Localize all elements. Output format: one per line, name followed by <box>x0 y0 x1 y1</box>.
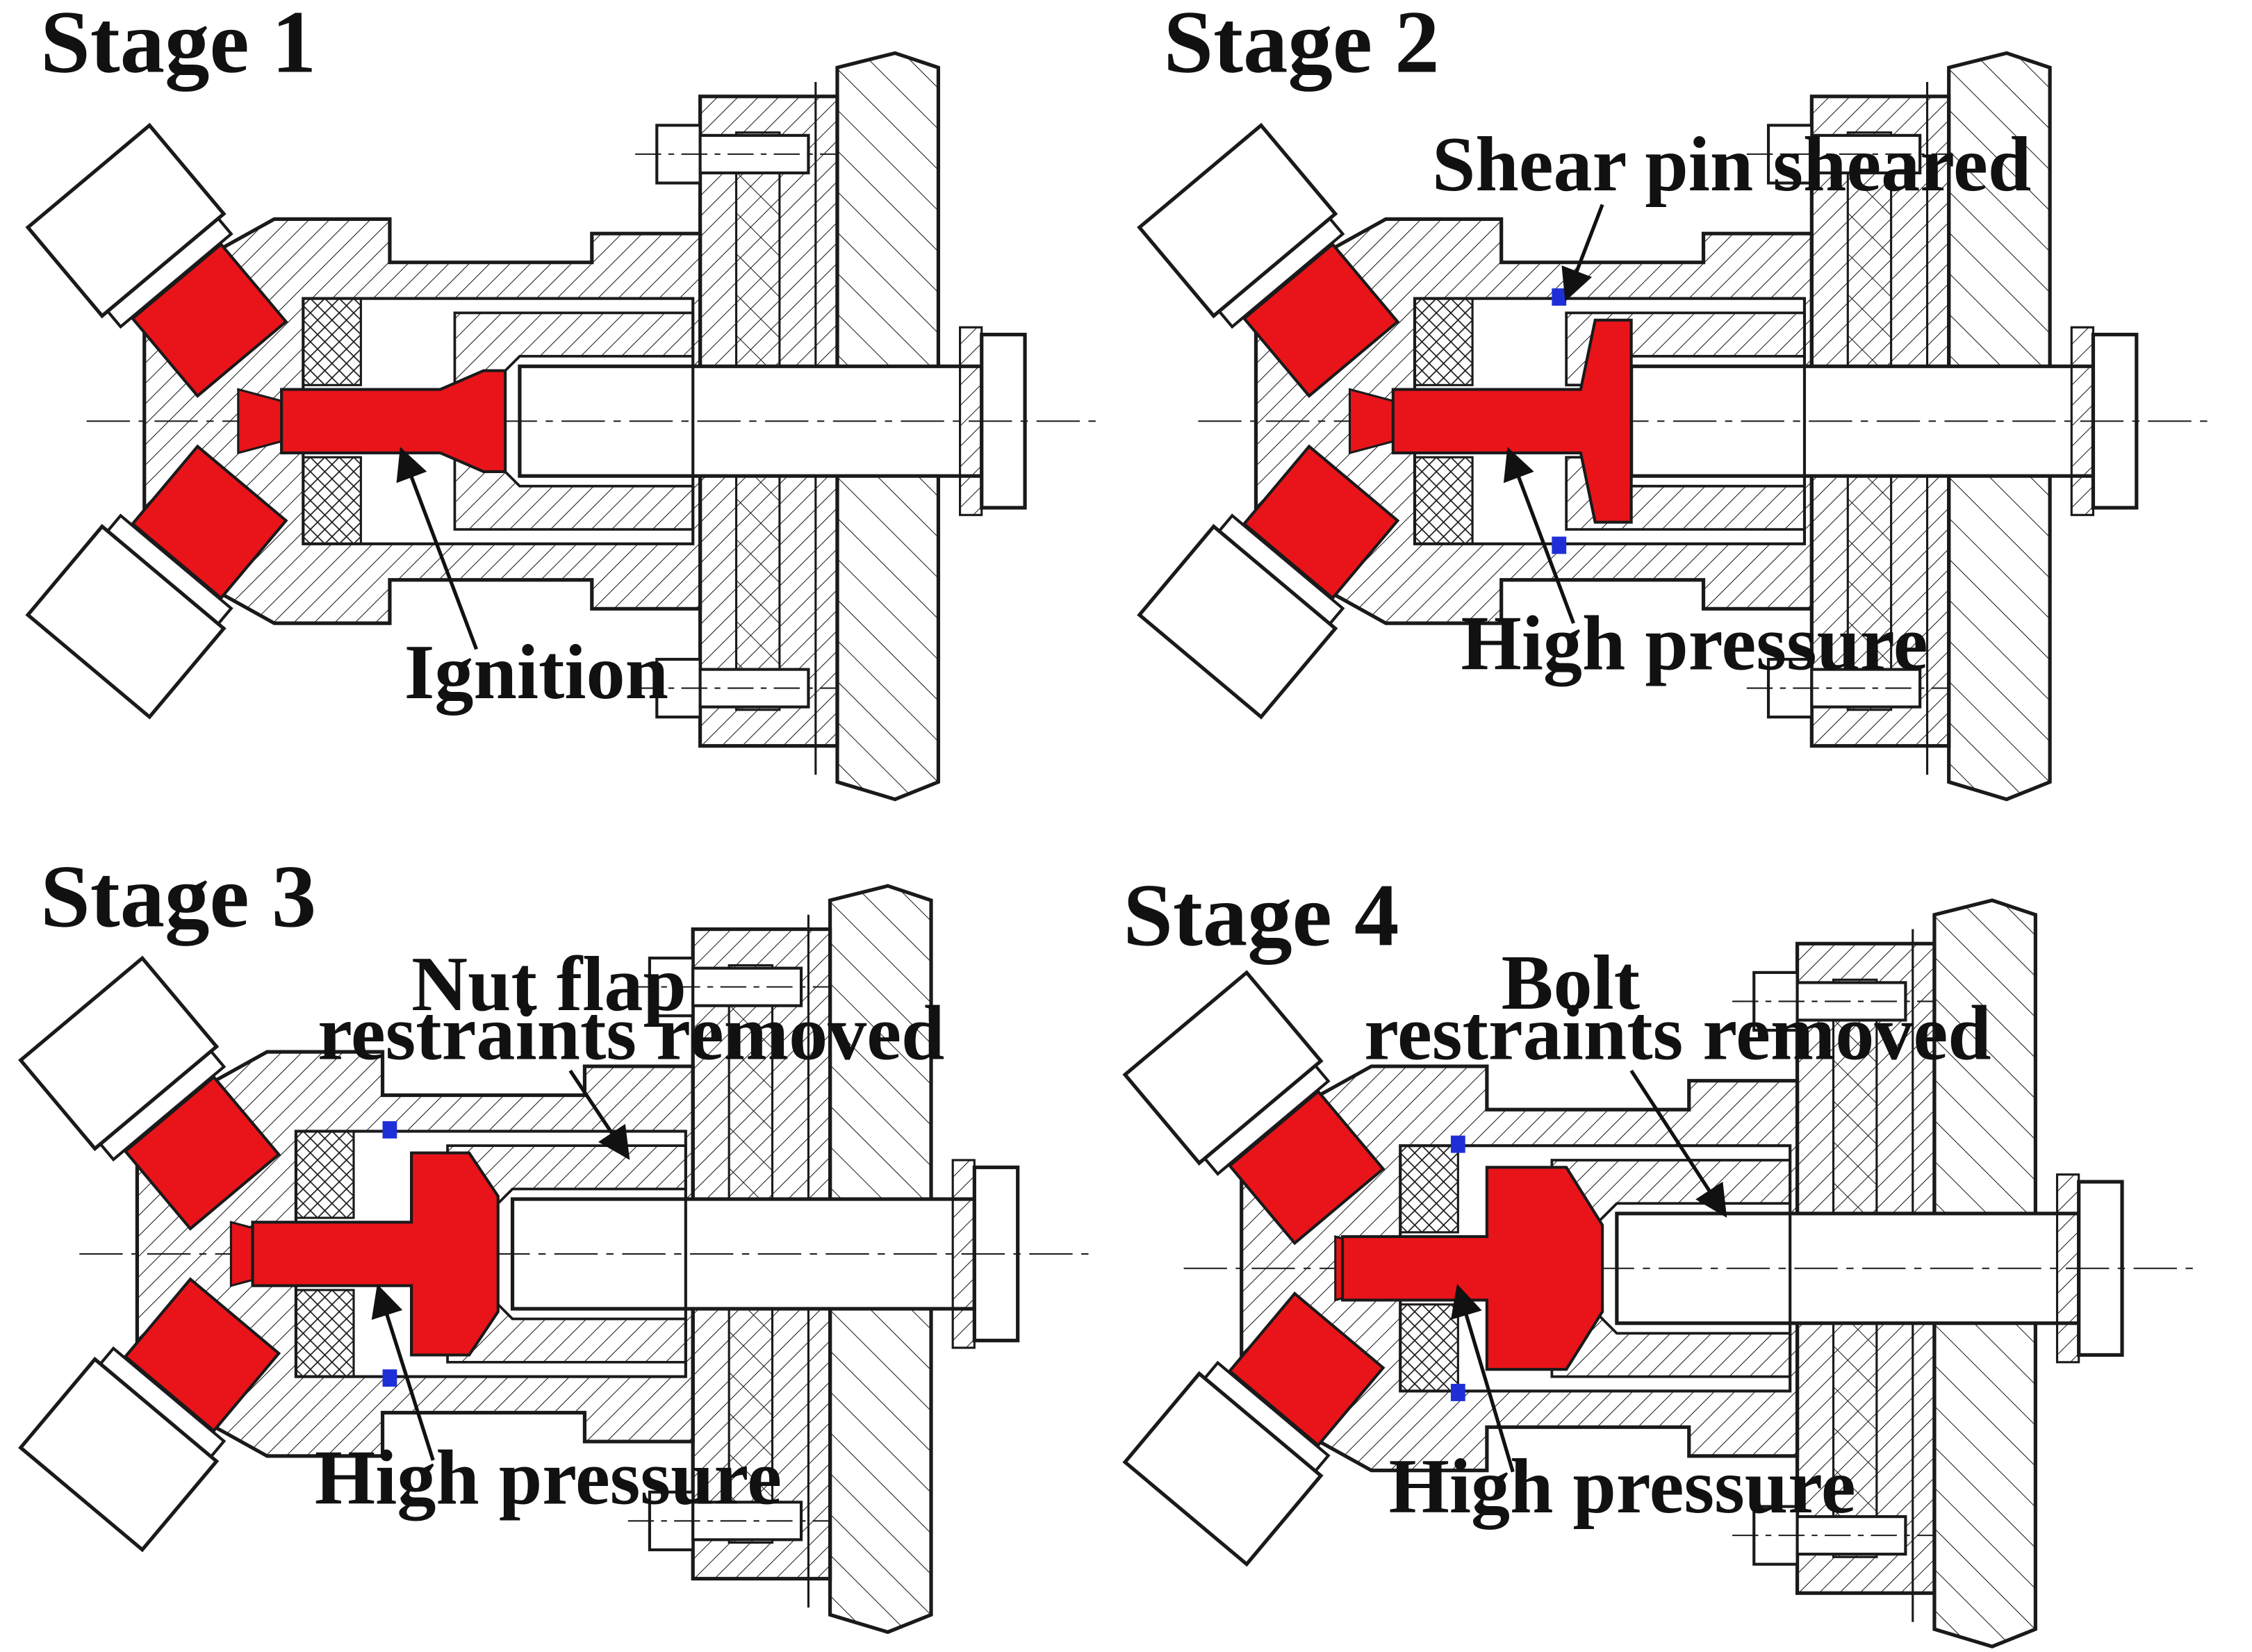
stage-4-label-high-pressure: High pressure <box>1389 1444 1856 1530</box>
stage-1-title: Stage 1 <box>40 0 316 92</box>
stage-2-label-high-pressure: High pressure <box>1461 601 1928 687</box>
stage-3-label-high-pressure: High pressure <box>315 1435 782 1521</box>
stage-2-piston <box>1391 318 1633 524</box>
stage-4-label-bolt: Bolt <box>1502 940 1640 1026</box>
stage-1-panel: Stage 1 Ignition <box>28 0 1097 800</box>
stage-3-title: Stage 3 <box>40 846 316 946</box>
stage-4-label-restraints: restraints removed <box>1364 991 1991 1077</box>
stage-2-title: Stage 2 <box>1164 0 1440 92</box>
stage-2-panel: Stage 2 Shear pin sheared High pressure <box>1140 0 2209 800</box>
stage-3-seal-bottom <box>382 1369 397 1387</box>
stage-2-seal-bottom <box>1552 536 1567 554</box>
stage-3-label-restraints: restraints removed <box>318 991 944 1077</box>
stage-3-label-nut-flap: Nut flap <box>411 941 687 1027</box>
stage-2-seal-top <box>1552 288 1567 306</box>
stage-1-piston <box>280 369 507 474</box>
stage-4-piston <box>1341 1166 1604 1371</box>
stage-3-seal-top <box>382 1121 397 1139</box>
stage-4-panel: Stage 4 Bolt restraints removed High pre… <box>1123 865 2194 1646</box>
stage-4-title: Stage 4 <box>1123 865 1399 965</box>
stage-3-piston <box>251 1151 500 1357</box>
stage-3-panel: Stage 3 Nut flap restraints removed High… <box>21 846 1090 1632</box>
stage-1-label-ignition: Ignition <box>404 629 668 716</box>
stage-4-seal-top <box>1450 1135 1465 1153</box>
stage-2-label-shear-pin: Shear pin sheared <box>1432 122 2031 208</box>
stage-4-seal-bottom <box>1450 1383 1465 1401</box>
